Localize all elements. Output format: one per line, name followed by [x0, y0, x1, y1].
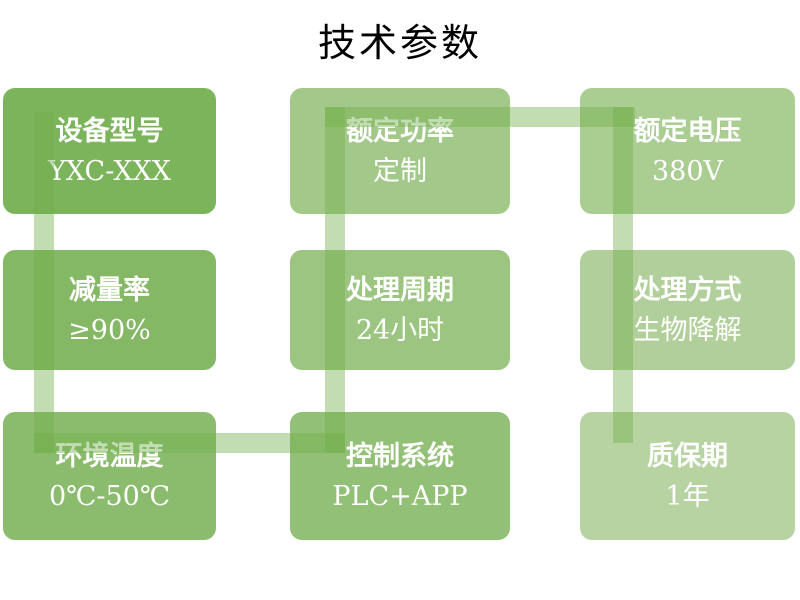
node-value: 24小时: [355, 314, 445, 346]
node-label: 额定功率: [346, 115, 454, 147]
node-processing-cycle: 处理周期 24小时: [290, 250, 510, 370]
connector-vertical-left: [34, 112, 54, 453]
node-value: 定制: [373, 155, 427, 187]
node-value: 1年: [665, 480, 710, 512]
node-warranty: 质保期 1年: [580, 412, 795, 540]
node-device-model: 设备型号 YXC-XXX: [3, 88, 216, 214]
node-label: 减量率: [69, 274, 150, 306]
node-ambient-temperature: 环境温度 0℃-50℃: [3, 412, 216, 540]
node-label: 处理方式: [633, 274, 742, 306]
node-label: 额定电压: [633, 115, 742, 147]
node-value: 0℃-50℃: [48, 480, 171, 512]
node-label: 控制系统: [346, 440, 454, 472]
connector-horizontal-top: [325, 107, 635, 127]
connector-horizontal-bottom: [34, 433, 345, 453]
node-rated-power: 额定功率 定制: [290, 88, 510, 214]
connector-vertical-middle: [325, 107, 345, 453]
node-value: ≥90%: [68, 314, 151, 346]
node-value: 生物降解: [633, 314, 742, 346]
node-value: PLC+APP: [332, 480, 468, 512]
node-reduction-rate: 减量率 ≥90%: [3, 250, 216, 370]
node-label: 环境温度: [55, 440, 164, 472]
node-label: 处理周期: [346, 274, 454, 306]
node-label: 设备型号: [55, 115, 164, 147]
node-value: YXC-XXX: [47, 155, 172, 187]
connector-vertical-right: [613, 107, 633, 443]
node-rated-voltage: 额定电压 380V: [580, 88, 795, 214]
node-processing-method: 处理方式 生物降解: [580, 250, 795, 370]
node-control-system: 控制系统 PLC+APP: [290, 412, 510, 540]
page-title: 技术参数: [317, 23, 482, 65]
node-label: 质保期: [647, 440, 728, 472]
node-value: 380V: [651, 155, 724, 187]
